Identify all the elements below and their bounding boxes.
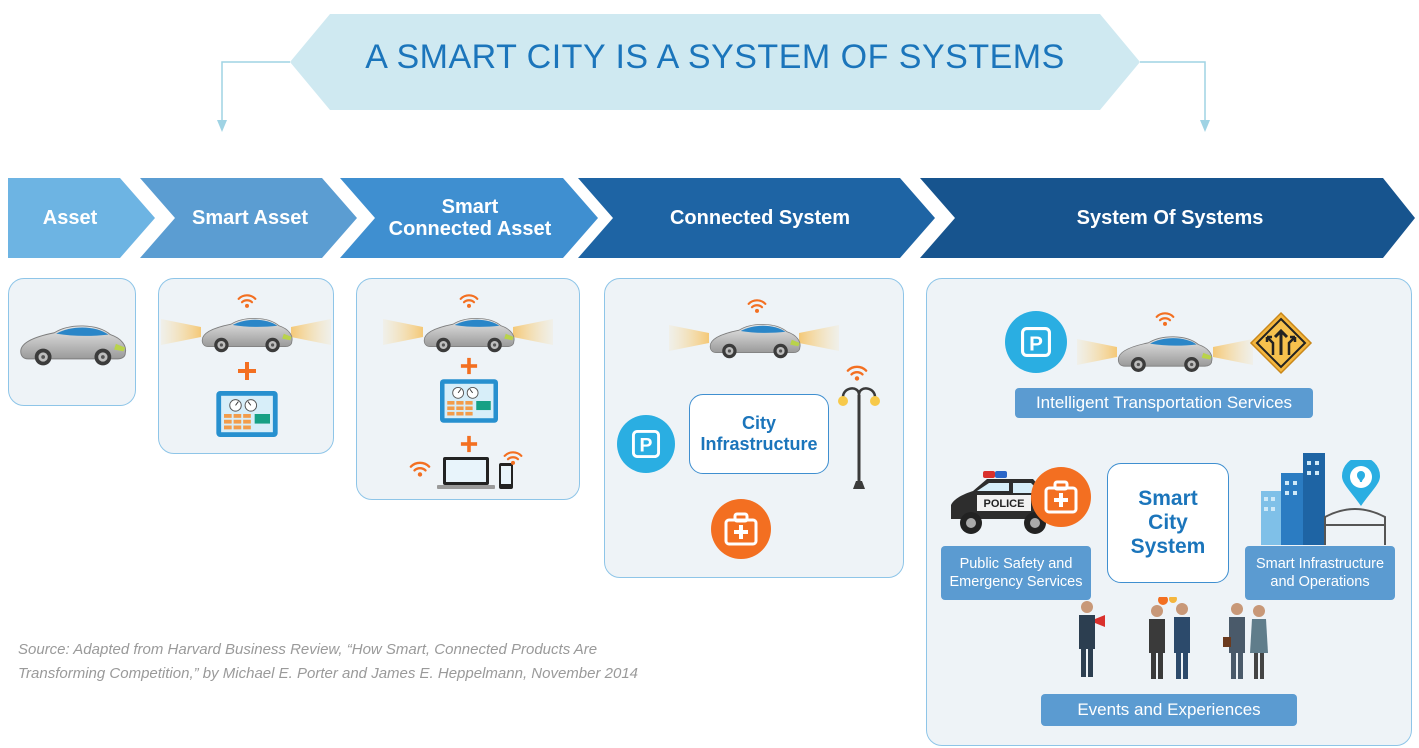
street-lamp-icon [838, 387, 880, 489]
banner: A SMART CITY IS A SYSTEM OF SYSTEMS [0, 0, 1419, 140]
stage-system-of-systems: System Of Systems [1076, 207, 1264, 229]
smart-infrastructure-line1: Smart Infrastructure [1255, 556, 1385, 572]
smart-city-line2: City [1148, 511, 1188, 534]
police-car-icon: POLICE [951, 471, 1055, 534]
stage-connected-system: Connected System [669, 207, 851, 229]
stage-smart-connected-line1: Smart [441, 196, 499, 218]
merge-sign-icon [1249, 311, 1313, 375]
smart-city-system-hub: Smart City System [1107, 463, 1229, 583]
headlight-beams-icon [669, 325, 839, 351]
panel-connected-system: City Infrastructure [604, 278, 904, 578]
city-buildings-icon [1261, 453, 1386, 545]
city-infrastructure-hub: City Infrastructure [689, 394, 829, 474]
panel-smart-connected-asset [356, 278, 580, 500]
laptop-icon [437, 457, 495, 489]
source-note: Source: Adapted from Harvard Business Re… [18, 638, 638, 686]
headlight-beams-icon [161, 319, 331, 345]
stage-asset: Asset [42, 207, 98, 229]
headlight-beams-icon [1077, 339, 1253, 365]
wifi-icon [503, 449, 523, 466]
plus-icon [237, 361, 257, 381]
panel-smart-asset [158, 278, 334, 454]
smart-city-line1: Smart [1138, 487, 1198, 510]
car-icon [199, 313, 295, 353]
phone-icon [499, 463, 513, 489]
car-icon [707, 319, 803, 359]
banner-title: A SMART CITY IS A SYSTEM OF SYSTEMS [365, 38, 1065, 76]
wifi-icon [237, 292, 257, 309]
car-icon [421, 313, 517, 353]
stage-strip: Asset Smart Asset Smart Connected Asset … [0, 178, 1419, 258]
wifi-icon [459, 292, 479, 309]
public-safety-line1: Public Safety and [959, 556, 1073, 572]
intelligent-transportation-label: Intelligent Transportation Services [1015, 388, 1313, 418]
stage-smart-connected-asset: Smart Connected Asset [375, 178, 565, 258]
panel-asset [8, 278, 136, 406]
source-line1: Source: Adapted from Harvard Business Re… [18, 641, 598, 658]
public-safety-line2: Emergency Services [949, 574, 1083, 590]
city-infrastructure-line2: Infrastructure [700, 434, 818, 454]
wifi-icon [747, 297, 767, 314]
smart-infrastructure-line2: and Operations [1270, 574, 1370, 590]
stage-smart-asset: Smart Asset [192, 207, 308, 229]
events-experiences-label: Events and Experiences [1041, 694, 1297, 726]
wifi-icon [409, 459, 431, 478]
dashboard-tablet-icon [216, 391, 278, 437]
parking-icon [1005, 311, 1067, 373]
medkit-icon [1031, 467, 1091, 527]
car-icon [17, 319, 129, 367]
stage-smart-connected-line2: Connected Asset [388, 218, 552, 240]
source-line2: Transforming Competition,” by Michael E.… [18, 665, 639, 682]
panel-system-of-systems: Intelligent Transportation Services POLI… [926, 278, 1412, 746]
public-safety-label: Public Safety and Emergency Services [941, 546, 1091, 600]
wifi-icon [846, 363, 868, 382]
dashboard-tablet-icon [440, 379, 498, 423]
smart-city-line3: System [1130, 535, 1206, 558]
parking-icon [617, 415, 675, 473]
location-pin-icon [1342, 460, 1380, 506]
city-infrastructure-line1: City [741, 413, 776, 433]
plus-icon [460, 357, 478, 375]
car-icon [1115, 331, 1215, 373]
banner-graphic [217, 14, 1210, 132]
stage-chevrons [8, 178, 1415, 258]
people-icon [1079, 597, 1268, 679]
smart-infrastructure-label: Smart Infrastructure and Operations [1245, 546, 1395, 600]
plus-icon [460, 435, 478, 453]
medkit-icon [711, 499, 771, 559]
wifi-icon [1155, 310, 1175, 327]
headlight-beams-icon [383, 319, 553, 345]
police-text: POLICE [984, 498, 1025, 510]
